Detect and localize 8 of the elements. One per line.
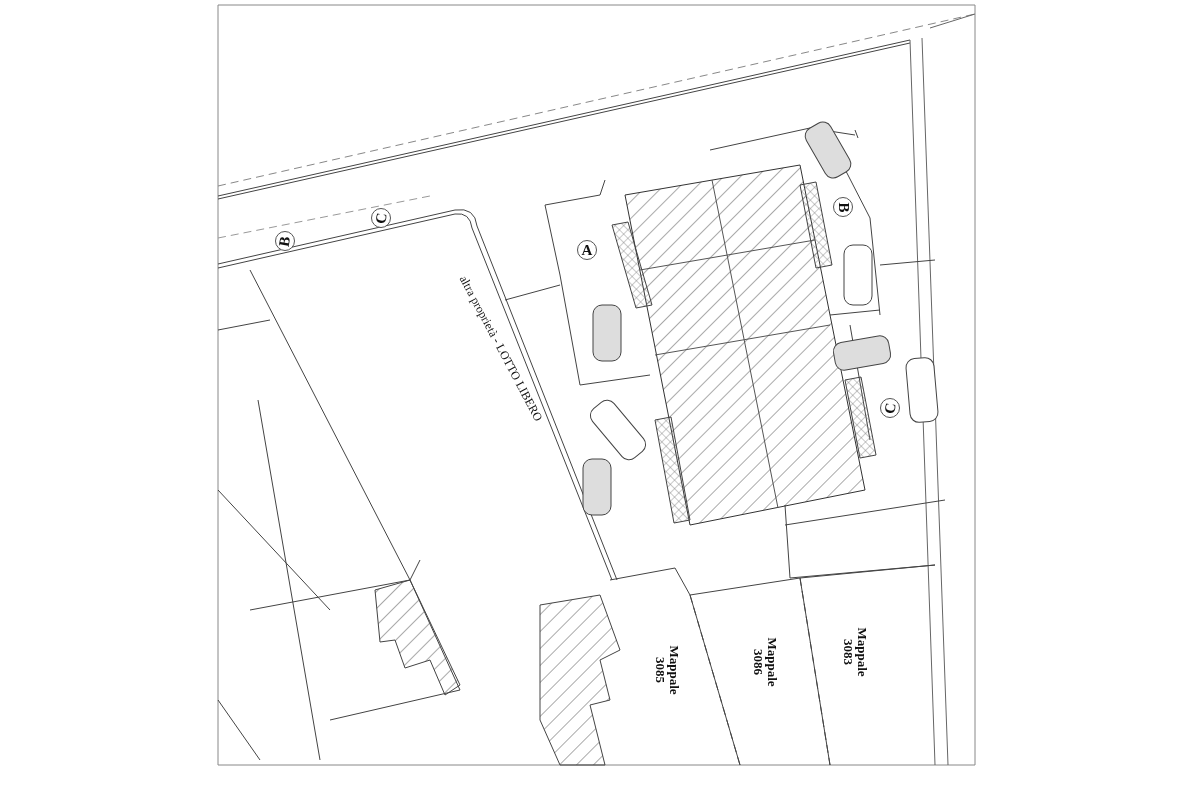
parcel-label: Mappale 3086: [750, 636, 779, 689]
section-marker: C: [371, 208, 391, 228]
section-marker: B: [833, 197, 853, 217]
parcel-label: Mappale 3085: [652, 644, 681, 697]
section-marker: B: [275, 231, 295, 251]
section-marker: C: [880, 398, 900, 418]
section-marker: A: [577, 240, 597, 260]
parcel-label: Mappale 3083: [840, 626, 869, 679]
